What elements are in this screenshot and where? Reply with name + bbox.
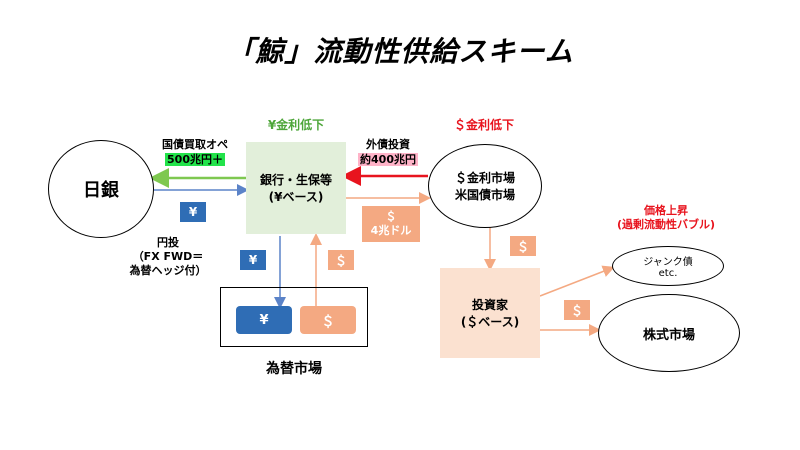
price-rise-line1: 価格上昇 — [644, 204, 688, 217]
usd-badge-fx: ＄ — [328, 250, 354, 270]
junk-label-line1: ジャンク債 — [643, 257, 693, 268]
jgb-amount-text: 500兆円＋ — [165, 153, 225, 166]
usd-badge-investors-in: ＄ — [510, 236, 536, 256]
fx-usd-pill: ＄ — [300, 306, 356, 334]
yen-invest-label: 円投 （FX FWD＝ 為替ヘッジ付） — [118, 236, 218, 278]
fx-usd-symbol: ＄ — [321, 314, 335, 330]
usd-badge-investors-out-symbol: ＄ — [570, 303, 583, 318]
yen-invest-line1: 円投 — [157, 236, 179, 249]
arrow-investors-to-junk — [539, 265, 615, 297]
usd-badge-investors-out: ＄ — [564, 300, 590, 320]
usd-badge-fx-symbol: ＄ — [334, 253, 347, 268]
investors-label-line1: 投資家 — [471, 298, 508, 312]
yen-badge-boj: ¥ — [180, 202, 206, 222]
boj-label: 日銀 — [83, 180, 119, 201]
price-rise-line2: (過剰流動性バブル) — [616, 218, 716, 231]
yen-badge-fx: ¥ — [240, 250, 266, 270]
usd-rate-down-label: ＄金利低下 — [453, 118, 514, 132]
jgb-purchase-label: 国債買取オペ 500兆円＋ — [150, 137, 240, 167]
fx-market-label: 為替市場 — [266, 361, 322, 377]
usd-4t-badge: ＄ 4兆ドル — [362, 206, 420, 242]
usd-market-node: ＄金利市場 米国債市場 — [428, 144, 542, 228]
foreign-bond-label: 外債投資 約400兆円 — [350, 137, 426, 167]
foreign-bond-text: 外債投資 — [366, 138, 410, 151]
junk-bond-node: ジャンク債 etc. — [612, 246, 724, 286]
investors-node: 投資家 (＄ベース) — [440, 268, 540, 358]
foreign-bond-amount-text: 約400兆円 — [358, 153, 418, 166]
yen-badge-boj-symbol: ¥ — [188, 205, 198, 219]
fx-yen-symbol: ¥ — [259, 312, 269, 328]
junk-label-line2: etc. — [658, 268, 678, 279]
banks-label-line1: 銀行・生保等 — [259, 173, 332, 187]
usd-4t-line1: ＄ — [385, 210, 397, 223]
jgb-purchase-text: 国債買取オペ — [162, 138, 228, 151]
yen-invest-line3: 為替ヘッジ付） — [129, 264, 207, 277]
price-rise-label: 価格上昇 (過剰流動性バブル) — [596, 204, 736, 232]
banks-label-line2: (¥ベース) — [268, 190, 324, 204]
yen-badge-fx-symbol: ¥ — [248, 253, 258, 267]
fx-market-frame — [220, 287, 368, 347]
investors-label-line2: (＄ベース) — [460, 315, 520, 329]
fx-yen-pill: ¥ — [236, 306, 292, 334]
banks-node: 銀行・生保等 (¥ベース) — [246, 142, 346, 234]
usd-market-label-line1: ＄金利市場 — [454, 171, 515, 185]
stock-market-label: 株式市場 — [642, 327, 695, 343]
stock-market-node: 株式市場 — [598, 294, 740, 372]
yen-rate-down-label: ¥金利低下 — [267, 118, 325, 132]
boj-node: 日銀 — [48, 140, 154, 238]
usd-badge-investors-in-symbol: ＄ — [516, 239, 529, 254]
yen-invest-line2: （FX FWD＝ — [132, 250, 204, 263]
usd-4t-line2: 4兆ドル — [370, 224, 412, 237]
usd-market-label-line2: 米国債市場 — [454, 188, 515, 202]
diagram-title: 「鯨」流動性供給スキーム — [226, 35, 574, 68]
